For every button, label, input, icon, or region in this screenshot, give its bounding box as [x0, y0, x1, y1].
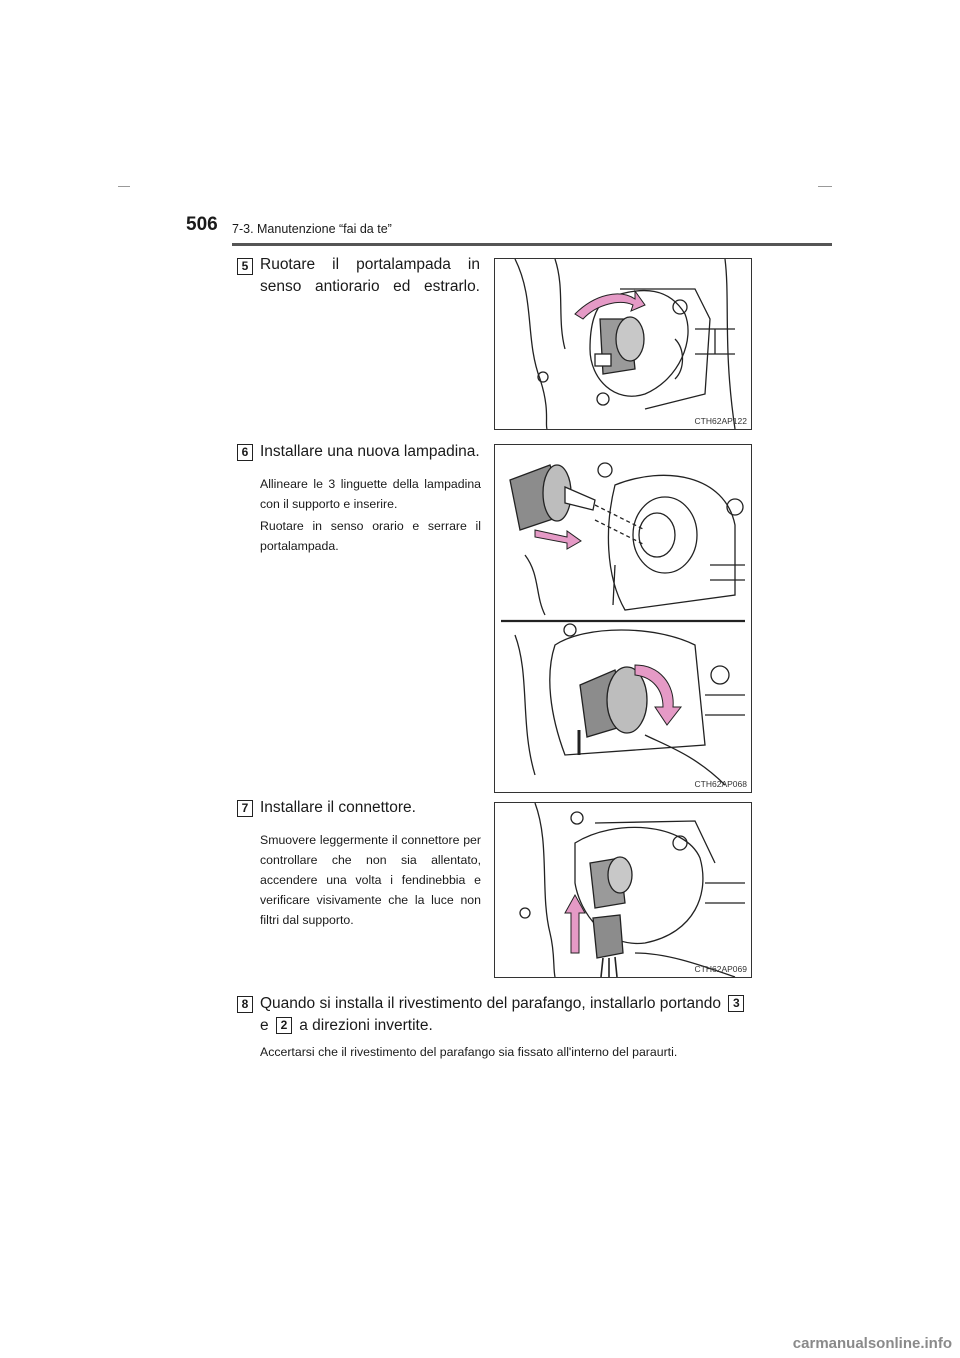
step-ref-2: 2 — [275, 1017, 292, 1034]
crop-mark-left — [118, 186, 130, 187]
step-8-text-part3: a direzioni invertite. — [299, 1017, 433, 1034]
fog-lamp-holder-removal-illustration — [514, 259, 736, 429]
header-rule — [232, 243, 832, 246]
step-8-badge: 8 — [237, 996, 253, 1013]
step-7-desc: Smuovere leggermente il connettore per c… — [260, 833, 481, 927]
step-6-badge: 6 — [237, 444, 253, 461]
step-8-text-part1: Quando si installa il rivestimento del p… — [260, 995, 721, 1012]
step-6-desc-2: Ruotare in senso orario e serrare il por… — [260, 519, 481, 553]
figure-code: CTH62AP069 — [694, 964, 747, 974]
crop-mark-right — [818, 186, 832, 187]
step-6-desc-1: Allineare le 3 linguette della lampadina… — [260, 477, 481, 511]
connector-installation-illustration — [519, 803, 745, 977]
step-5-title: Ruotare il portalampada in senso antiora… — [260, 256, 480, 295]
figure-code: CTH62AP122 — [694, 416, 747, 426]
step-8-title: Quando si installa il rivestimento del p… — [260, 993, 760, 1037]
page-number: 506 — [186, 214, 218, 235]
footer-watermark: carmanualsonline.info — [792, 1335, 952, 1352]
chapter-title: 7-3. Manutenzione “fai da te” — [232, 222, 392, 236]
bulb-installation-illustration — [501, 462, 745, 786]
step-6-title: Installare una nuova lampadina. — [260, 443, 480, 460]
figure-code: CTH62AP068 — [694, 779, 747, 789]
step-7-title: Installare il connettore. — [260, 799, 416, 816]
step-5-badge: 5 — [237, 258, 253, 275]
step-ref-3: 3 — [728, 995, 745, 1012]
step-8-text-part2: e — [260, 1017, 269, 1034]
step-7-badge: 7 — [237, 800, 253, 817]
figure-step-7: CTH62AP069 — [494, 802, 752, 978]
figure-step-5: CTH62AP122 — [494, 258, 752, 430]
step-8-desc: Accertarsi che il rivestimento del paraf… — [260, 1045, 678, 1059]
figure-step-6: CTH62AP068 — [494, 444, 752, 793]
